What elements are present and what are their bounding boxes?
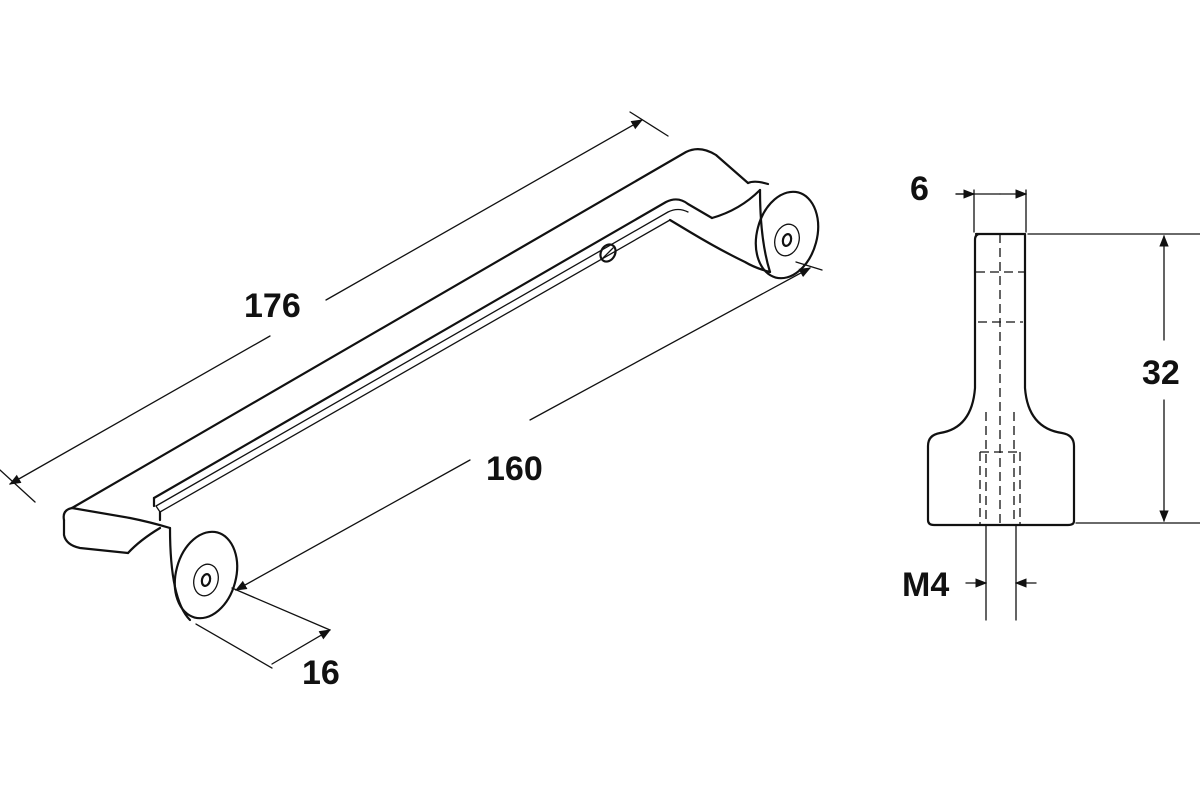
dimension-6: 6 bbox=[910, 170, 1028, 233]
handle-right-leg-face bbox=[710, 180, 770, 220]
dimension-160: 160 bbox=[234, 261, 823, 591]
handle-side-view: 6 32 M4 bbox=[902, 170, 1200, 621]
dimension-176: 176 bbox=[0, 111, 669, 503]
dimension-32: 32 bbox=[1027, 233, 1200, 524]
label-6: 6 bbox=[910, 170, 929, 208]
label-160: 160 bbox=[486, 450, 543, 488]
set-screw-slot bbox=[602, 247, 614, 259]
handle-bar-inner-edge bbox=[152, 198, 714, 500]
handle-bar-inner-line bbox=[155, 208, 689, 507]
dimension-16: 16 bbox=[195, 587, 340, 692]
label-176: 176 bbox=[244, 287, 301, 325]
handle-bar-front-left bbox=[62, 506, 74, 522]
handle-bar-inner-bottom bbox=[155, 219, 671, 513]
handle-isometric-view: 176 160 16 bbox=[0, 111, 823, 692]
handle-bar-front-edge bbox=[62, 518, 130, 555]
left-base-boss bbox=[168, 526, 239, 622]
set-screw-icon bbox=[599, 243, 617, 263]
label-16: 16 bbox=[302, 654, 340, 692]
right-base-boss bbox=[754, 188, 820, 280]
handle-bar-outer-edge bbox=[70, 148, 750, 510]
side-profile-outline bbox=[926, 232, 1076, 527]
handle-right-leg-lower bbox=[668, 218, 772, 274]
handle-left-leg-face bbox=[70, 506, 172, 555]
dimension-m4: M4 bbox=[902, 524, 1037, 621]
label-m4: M4 bbox=[902, 566, 949, 604]
handle-bar-lower-inner bbox=[152, 496, 162, 522]
label-32: 32 bbox=[1142, 354, 1180, 392]
